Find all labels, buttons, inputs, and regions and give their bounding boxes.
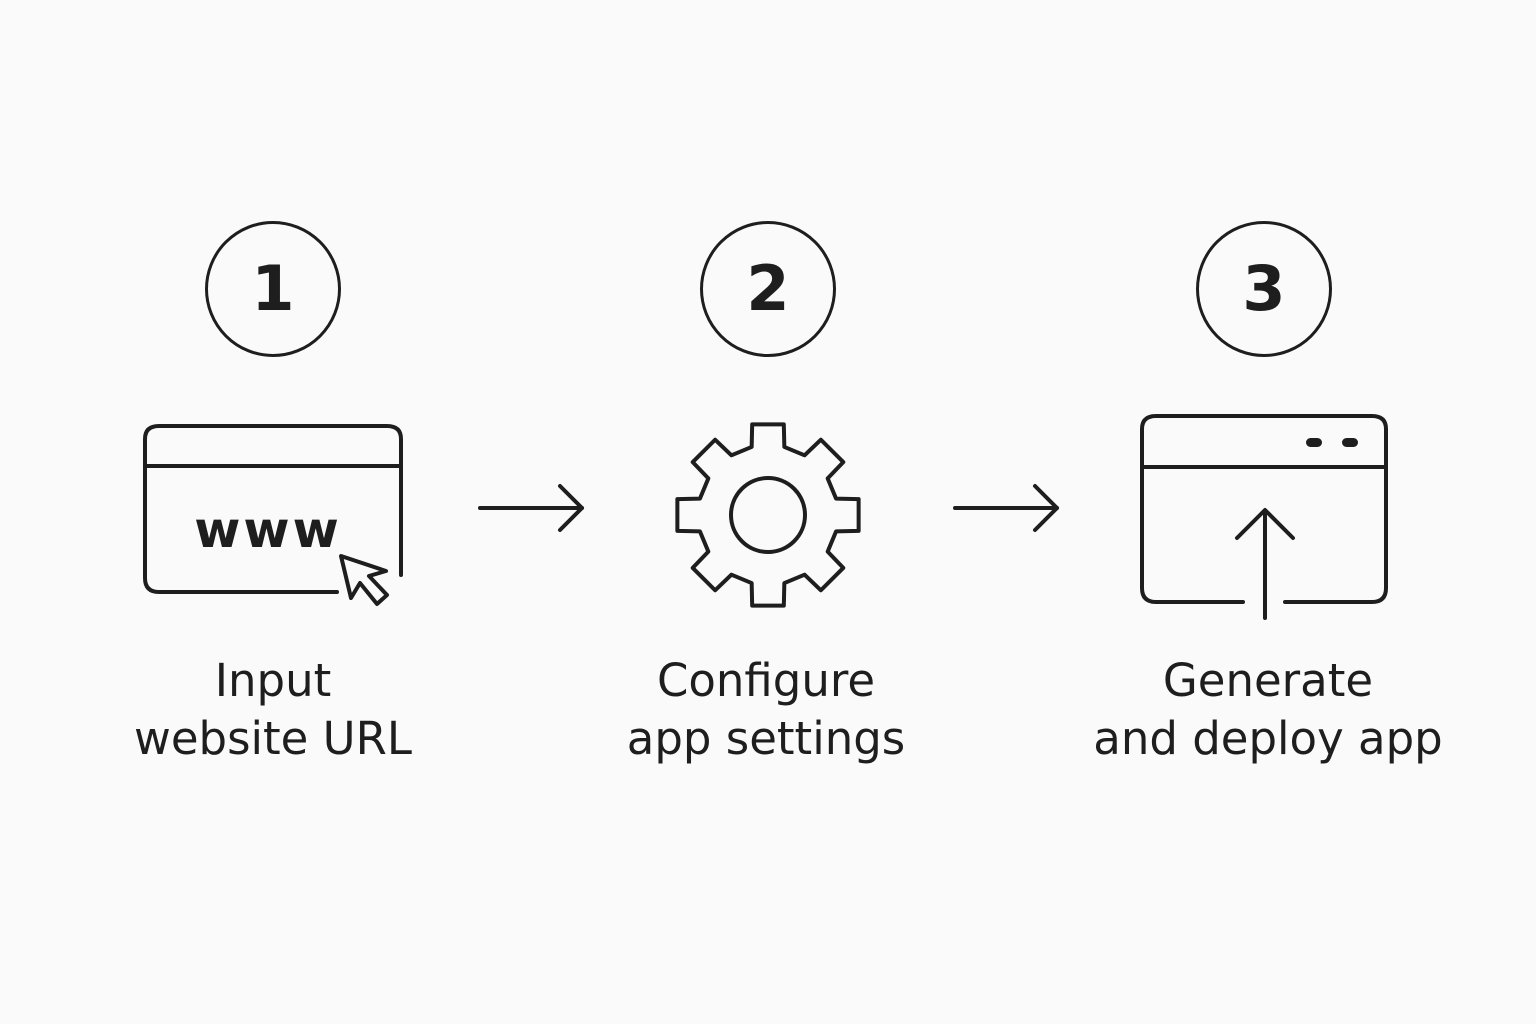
step-3-label-line-2: and deploy app — [1093, 712, 1443, 765]
arrow-right-icon — [953, 484, 1059, 532]
step-1-number-circle: 1 — [205, 221, 341, 357]
step-2-number-circle: 2 — [700, 221, 836, 357]
step-1-label: Input website URL — [63, 652, 483, 768]
gear-icon — [675, 422, 861, 608]
step-1-label-line-1: Input — [214, 654, 332, 707]
step-3-number: 3 — [1242, 252, 1286, 325]
step-1-label-line-2: website URL — [134, 712, 412, 765]
step-2-number: 2 — [746, 252, 790, 325]
browser-www-cursor-icon: www — [143, 424, 403, 606]
www-label: www — [194, 501, 342, 559]
step-3-number-circle: 3 — [1196, 221, 1332, 357]
step-2-label: Configure app settings — [556, 652, 976, 768]
step-1-number: 1 — [251, 252, 295, 325]
step-2-label-line-1: Configure — [656, 654, 876, 707]
browser-upload-icon — [1140, 414, 1388, 620]
step-2-label-line-2: app settings — [626, 712, 906, 765]
arrow-right-icon — [478, 484, 584, 532]
step-3-label: Generate and deploy app — [1058, 652, 1478, 768]
step-3-label-line-1: Generate — [1162, 654, 1374, 707]
